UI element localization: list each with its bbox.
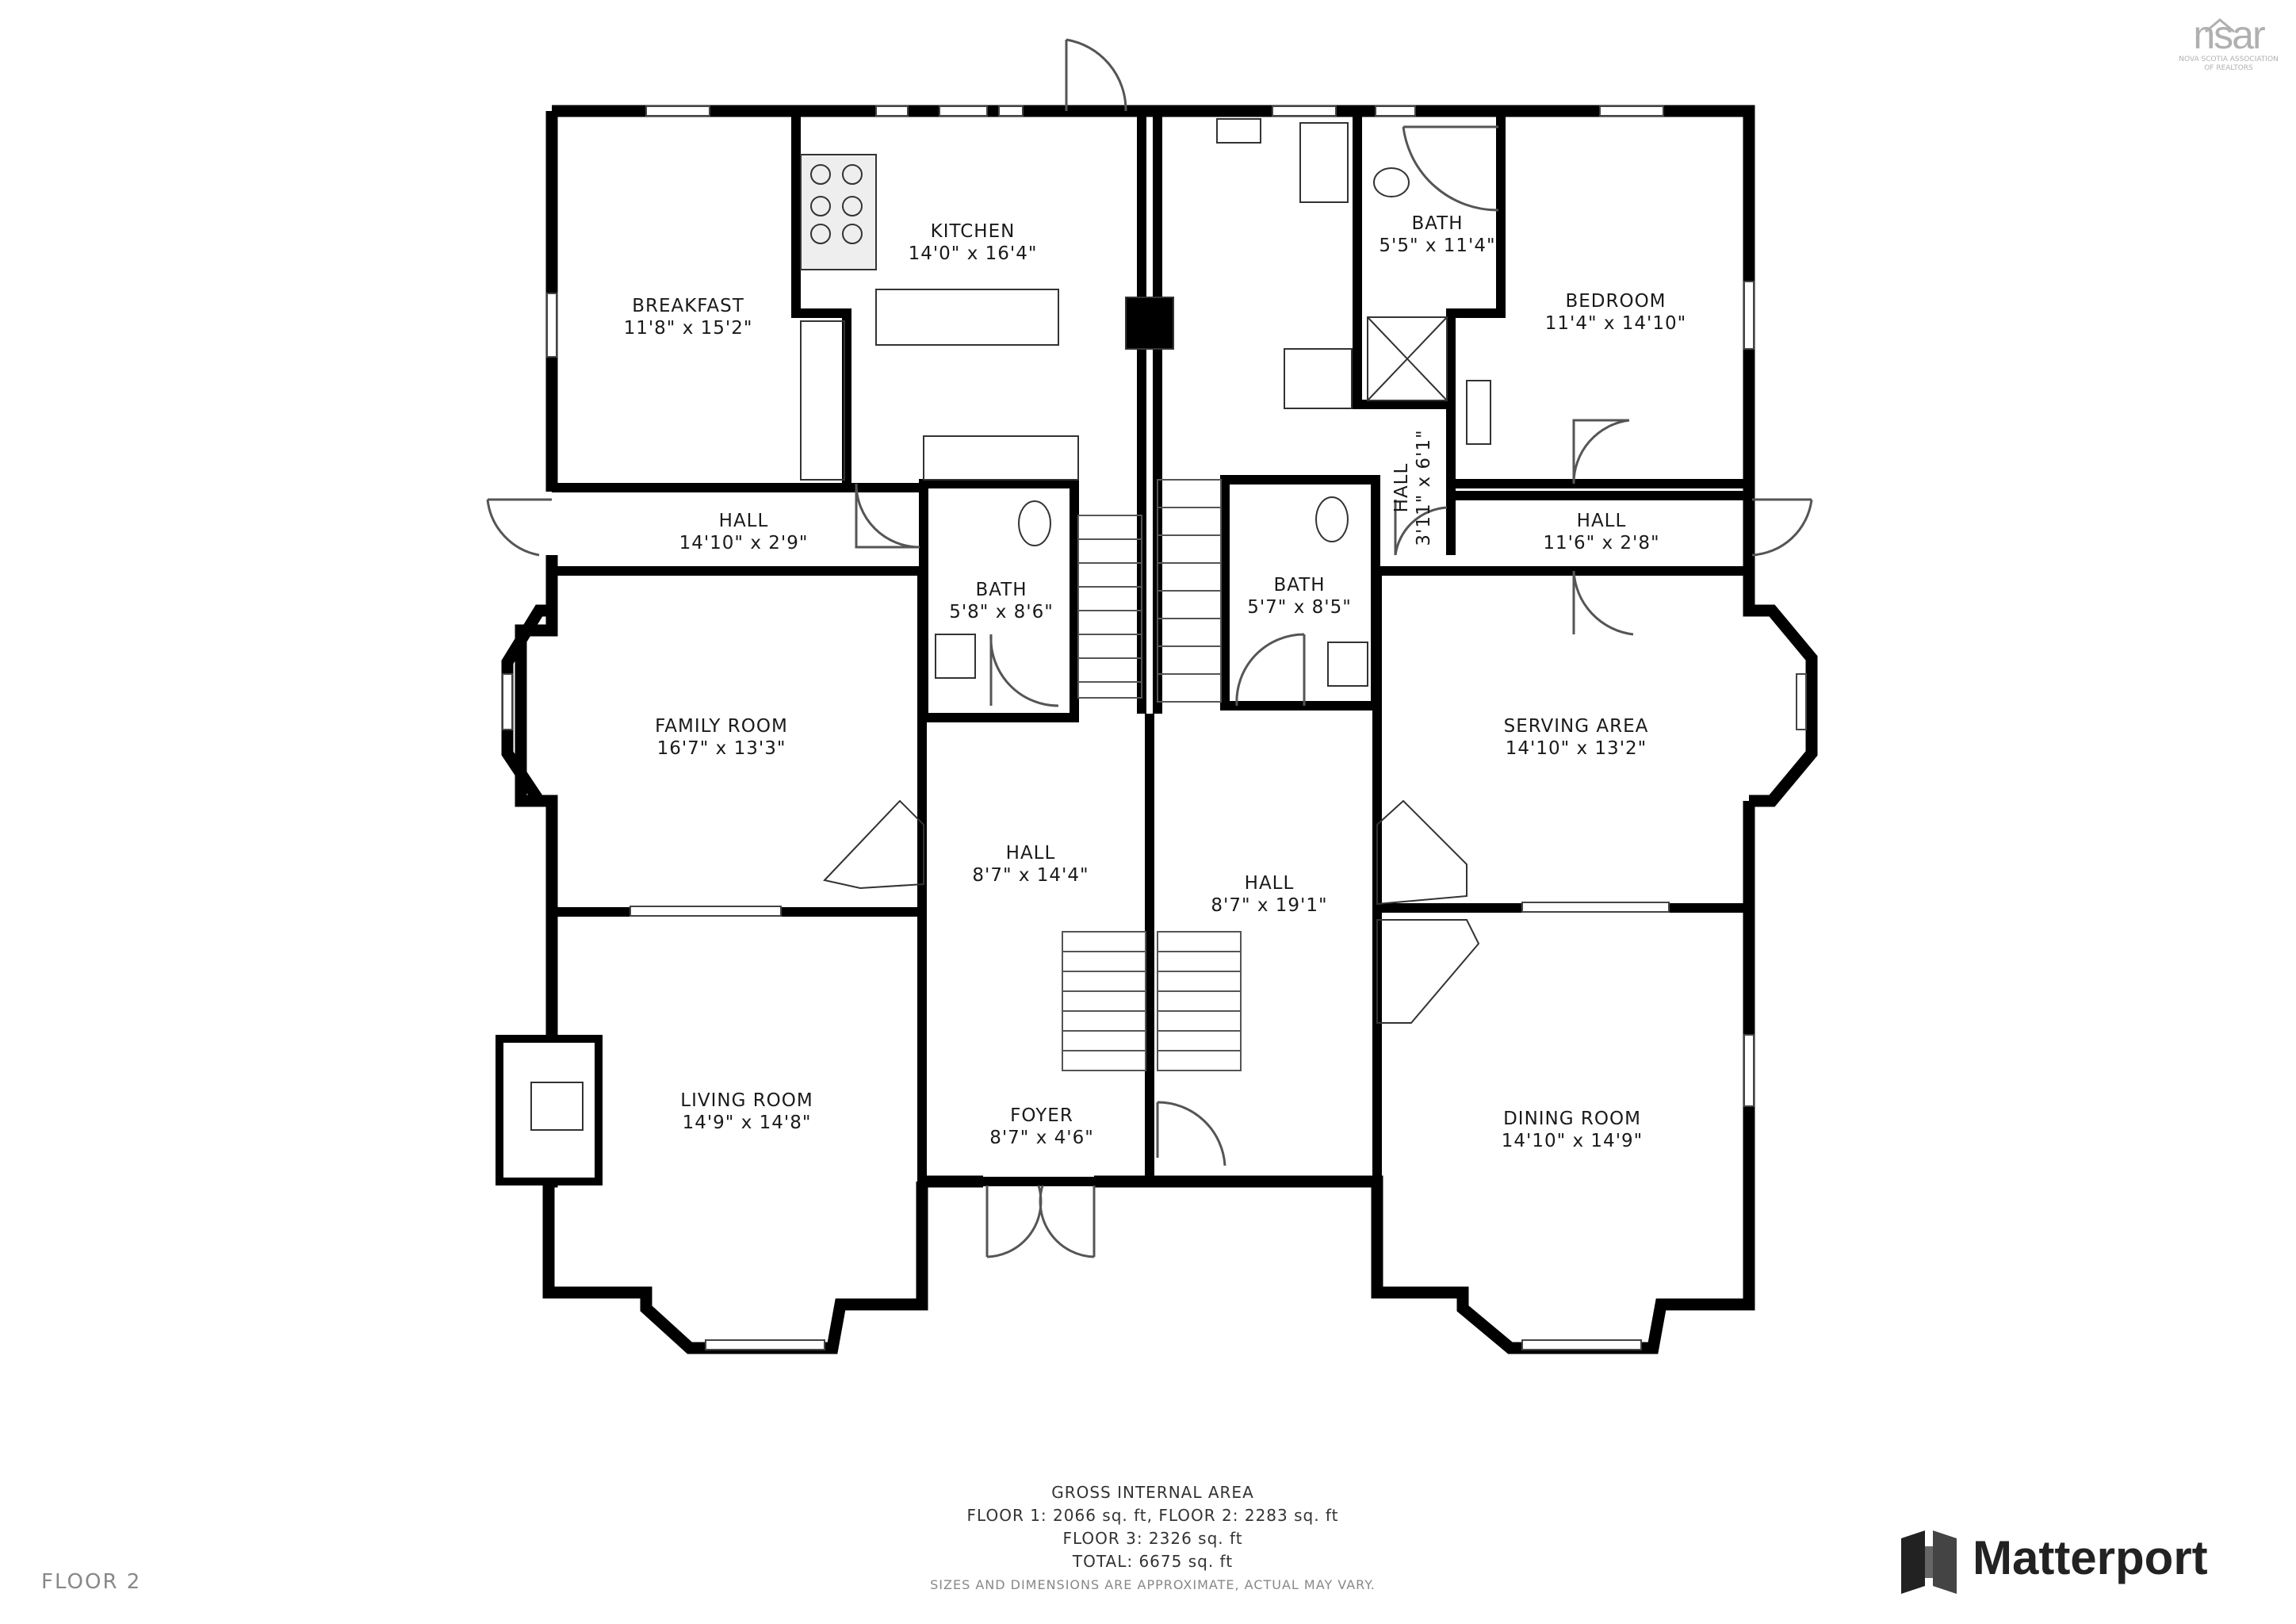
matterport-logo: Matterport: [1901, 1530, 2208, 1585]
room-dimensions: 14'10" x 2'9": [679, 533, 809, 553]
summary-total: TOTAL: 6675 sq. ft: [1072, 1552, 1234, 1571]
room-dimensions: 8'7" x 19'1": [1211, 895, 1328, 916]
summary-floors-1-2: FLOOR 1: 2066 sq. ft, FLOOR 2: 2283 sq. …: [966, 1506, 1339, 1525]
room-dimensions: 8'7" x 14'4": [972, 865, 1089, 886]
nsar-subtitle-1: NOVA SCOTIA ASSOCIATION: [2179, 56, 2279, 63]
room-dimensions: 14'10" x 13'2": [1505, 738, 1647, 759]
windows: [502, 105, 1807, 1350]
room-hall-center-right: HALL 8'7" x 19'1": [1211, 872, 1327, 917]
room-name: HALL: [1244, 873, 1295, 894]
summary-floor-3: FLOOR 3: 2326 sq. ft: [1062, 1529, 1243, 1548]
room-name: KITCHEN: [930, 221, 1016, 242]
room-hall-right: HALL 11'6" x 2'8": [1543, 510, 1659, 554]
room-dimensions: 11'8" x 15'2": [623, 318, 753, 339]
room-serving-area: SERVING AREA 14'10" x 13'2": [1504, 715, 1649, 760]
nsar-logo-shape: [2205, 18, 2235, 33]
room-dimensions: 5'7" x 8'5": [1247, 597, 1352, 618]
room-breakfast: BREAKFAST 11'8" x 15'2": [624, 295, 753, 339]
room-name: BEDROOM: [1565, 291, 1667, 312]
room-name: BREAKFAST: [632, 296, 744, 316]
room-dimensions: 11'4" x 14'10": [1544, 313, 1687, 334]
room-name: BATH: [1273, 575, 1326, 596]
doors: [486, 38, 1813, 1258]
room-hall-narrow: HALL 3'11" x 6'1": [1391, 429, 1435, 546]
nsar-wordmark: nsar: [2193, 13, 2265, 57]
room-kitchen: KITCHEN 14'0" x 16'4": [909, 220, 1038, 265]
room-living-room: LIVING ROOM 14'9" x 14'8": [680, 1090, 813, 1134]
area-summary: GROSS INTERNAL AREA FLOOR 1: 2066 sq. ft…: [930, 1481, 1376, 1596]
matterport-logo-mark: [1901, 1530, 1957, 1594]
room-bath-left: BATH 5'8" x 8'6": [949, 579, 1054, 623]
room-name: HALL: [718, 511, 769, 531]
room-name: SERVING AREA: [1503, 716, 1649, 737]
room-foyer: FOYER 8'7" x 4'6": [989, 1105, 1094, 1149]
room-dimensions: 14'0" x 16'4": [908, 243, 1038, 264]
matterport-wordmark: Matterport: [1973, 1531, 2208, 1584]
floor-label: FLOOR 2: [41, 1570, 142, 1594]
room-hall-center-left: HALL 8'7" x 14'4": [972, 842, 1089, 887]
room-bath-upper: BATH 5'5" x 11'4": [1379, 213, 1495, 257]
room-name: BATH: [975, 580, 1027, 600]
room-family-room: FAMILY ROOM 16'7" x 13'3": [655, 715, 788, 760]
room-dimensions: 5'5" x 11'4": [1379, 236, 1496, 256]
room-name: HALL: [1576, 511, 1627, 531]
summary-title: GROSS INTERNAL AREA: [1051, 1483, 1254, 1502]
room-hall-left: HALL 14'10" x 2'9": [679, 510, 809, 554]
room-dimensions: 16'7" x 13'3": [656, 738, 786, 759]
nsar-subtitle-2: OF REALTORS: [2204, 64, 2253, 72]
nsar-logo: nsar NOVA SCOTIA ASSOCIATION OF REALTORS: [2169, 14, 2288, 73]
room-name: HALL: [1391, 462, 1412, 513]
room-dimensions: 8'7" x 4'6": [989, 1128, 1094, 1148]
room-dimensions: 11'6" x 2'8": [1543, 533, 1660, 553]
room-name: FAMILY ROOM: [655, 716, 788, 737]
room-dining-room: DINING ROOM 14'10" x 14'9": [1502, 1108, 1643, 1152]
summary-disclaimer: SIZES AND DIMENSIONS ARE APPROXIMATE, AC…: [930, 1577, 1376, 1592]
room-dimensions: 14'10" x 14'9": [1501, 1131, 1644, 1151]
stairs: [1062, 479, 1242, 1071]
room-bedroom: BEDROOM 11'4" x 14'10": [1545, 290, 1686, 335]
room-dimensions: 14'9" x 14'8": [682, 1113, 812, 1133]
room-name: HALL: [1005, 843, 1056, 864]
room-bath-right: BATH 5'7" x 8'5": [1247, 574, 1352, 619]
room-dimensions: 3'11" x 6'1": [1414, 429, 1434, 546]
room-name: LIVING ROOM: [680, 1090, 813, 1111]
room-name: DINING ROOM: [1503, 1109, 1641, 1129]
room-name: BATH: [1411, 213, 1464, 234]
room-name: FOYER: [1010, 1105, 1073, 1126]
fixtures: [496, 118, 1491, 1185]
interior-walls: [552, 111, 1749, 1186]
room-dimensions: 5'8" x 8'6": [949, 602, 1054, 622]
